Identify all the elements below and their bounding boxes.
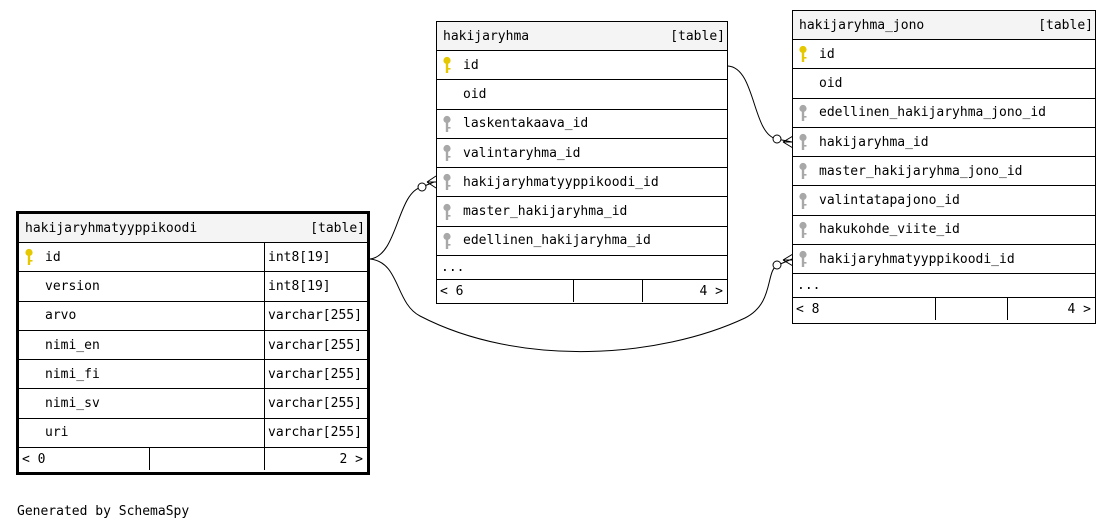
link-crowfoot-circle [772,134,782,144]
column-row[interactable]: id int8[19] [19,243,367,273]
column-type: int8[19] [264,243,367,272]
table-kind: [table] [670,28,725,44]
table-header[interactable]: hakijaryhmatyyppikoodi [table] [19,214,367,243]
column-row[interactable]: hakijaryhma_id [793,128,1095,158]
foreign-key-icon [437,173,457,191]
column-type: varchar[255] [264,389,367,418]
column-row[interactable]: master_hakijaryhma_jono_id [793,157,1095,187]
children-count[interactable]: 4 > [642,280,727,303]
footer-spacer [935,298,1007,321]
table-name: hakijaryhmatyyppikoodi [25,220,198,236]
column-name: uri [45,425,69,441]
foreign-key-icon [437,115,457,133]
column-name: edellinen_hakijaryhma_jono_id [819,105,1046,121]
link-hakijaryhmatyyppikoodi-to-hakijaryhma [369,181,435,260]
table-footer: < 8 4 > [793,298,1095,321]
column-row[interactable]: hakukohde_viite_id [793,216,1095,246]
foreign-key-icon [793,133,813,151]
column-name: hakijaryhmatyyppikoodi_id [819,251,1015,267]
table-kind: [table] [310,220,365,236]
footer-spacer [149,448,264,471]
column-name: hakijaryhmatyyppikoodi_id [463,174,659,190]
more-columns: ... [437,256,727,281]
column-name: oid [463,86,487,102]
column-name: hakukohde_viite_id [819,222,960,238]
column-row[interactable]: id [437,51,727,81]
link-crowfoot-circle [772,260,782,270]
column-name: oid [819,75,843,91]
parents-count[interactable]: < 0 [22,451,46,467]
link-hakijaryhmatyyppikoodi-to-hakijaryhma-jono [369,258,793,353]
parents-count[interactable]: < 8 [796,301,820,317]
link-hakijaryhma-to-hakijaryhma-jono [727,65,793,143]
column-name: version [45,278,100,294]
children-count[interactable]: 4 > [1007,298,1095,321]
column-type: int8[19] [264,272,367,301]
foreign-key-icon [437,144,457,162]
column-type: varchar[255] [264,301,367,330]
column-name: arvo [45,308,77,324]
column-row[interactable]: valintaryhma_id [437,139,727,169]
table-footer: < 6 4 > [437,280,727,303]
column-name: master_hakijaryhma_id [463,204,628,220]
column-row[interactable]: version int8[19] [19,272,367,302]
column-row[interactable]: nimi_en varchar[255] [19,330,367,361]
column-row[interactable]: laskentakaava_id [437,110,727,139]
column-type: varchar[255] [264,418,367,448]
column-row[interactable]: edellinen_hakijaryhma_jono_id [793,99,1095,128]
column-row[interactable]: oid [437,80,727,110]
generated-by-text: Generated by SchemaSpy [17,504,190,519]
column-name: valintatapajono_id [819,193,960,209]
column-row[interactable]: edellinen_hakijaryhma_id [437,227,727,257]
column-row[interactable]: hakijaryhmatyyppikoodi_id [793,245,1095,275]
column-name: id [463,57,479,73]
column-name: master_hakijaryhma_jono_id [819,163,1023,179]
table-name: hakijaryhma_jono [799,17,925,33]
foreign-key-icon [793,162,813,180]
table-hakijaryhma-jono[interactable]: hakijaryhma_jono [table] id oid edellinen_… [792,10,1096,324]
foreign-key-icon [793,192,813,210]
column-row[interactable]: valintatapajono_id [793,186,1095,216]
column-name: hakijaryhma_id [819,134,929,150]
table-footer: < 0 2 > [19,448,367,471]
link-crowfoot-circle [417,182,427,192]
column-name: nimi_sv [45,396,100,412]
column-type: varchar[255] [264,330,367,360]
column-name: valintaryhma_id [463,145,581,161]
children-count[interactable]: 2 > [264,448,367,471]
foreign-key-icon [793,221,813,239]
footer-spacer [573,280,642,303]
foreign-key-icon [793,104,813,122]
table-hakijaryhmatyyppikoodi[interactable]: hakijaryhmatyyppikoodi [table] id int8[19… [16,211,370,475]
parents-count[interactable]: < 6 [440,283,464,299]
table-header[interactable]: hakijaryhma [table] [437,22,727,51]
column-name: nimi_fi [45,366,100,382]
column-row[interactable]: nimi_sv varchar[255] [19,389,367,419]
column-name: id [819,46,835,62]
table-header[interactable]: hakijaryhma_jono [table] [793,11,1095,40]
column-row[interactable]: master_hakijaryhma_id [437,197,727,227]
column-row[interactable]: oid [793,69,1095,99]
column-name: laskentakaava_id [463,116,589,132]
column-name: nimi_en [45,337,100,353]
column-name: edellinen_hakijaryhma_id [463,233,651,249]
primary-key-icon [437,56,457,74]
table-hakijaryhma[interactable]: hakijaryhma [table] id oid laskentakaava_i… [436,21,728,304]
column-row[interactable]: nimi_fi varchar[255] [19,360,367,390]
table-name: hakijaryhma [443,28,530,44]
foreign-key-icon [437,203,457,221]
column-row[interactable]: arvo varchar[255] [19,301,367,331]
foreign-key-icon [793,250,813,268]
primary-key-icon [793,45,813,63]
column-row[interactable]: uri varchar[255] [19,418,367,449]
column-name: id [45,249,61,265]
column-row[interactable]: hakijaryhmatyyppikoodi_id [437,168,727,198]
column-row[interactable]: id [793,40,1095,70]
column-type: varchar[255] [264,360,367,389]
table-kind: [table] [1038,17,1093,33]
foreign-key-icon [437,232,457,250]
more-columns: ... [793,274,1095,299]
primary-key-icon [19,248,39,266]
